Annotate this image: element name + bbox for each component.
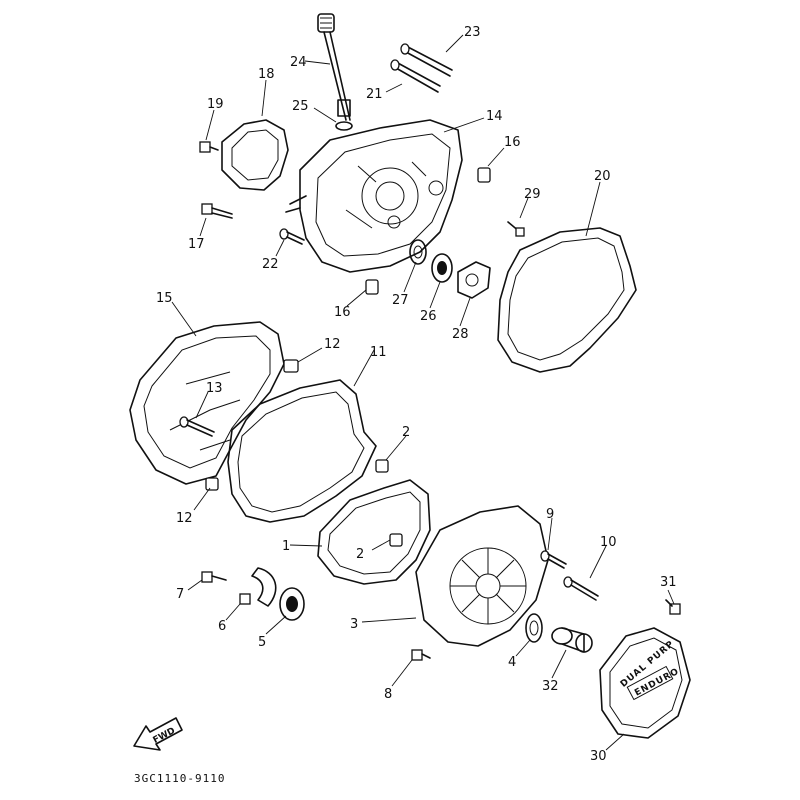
callout-32: 32	[542, 679, 559, 694]
dowel-pin-12-upper	[283, 359, 299, 373]
callout-1: 1	[282, 539, 290, 554]
callout-18: 18	[258, 67, 275, 82]
dowel-pin-2-lower	[389, 533, 403, 547]
bolt-7	[201, 571, 227, 583]
callout-8: 8	[384, 687, 392, 702]
callout-17: 17	[188, 237, 205, 252]
callout-4: 4	[508, 655, 516, 670]
decorative-cover-30: DUAL PURP ENDURO	[599, 627, 691, 739]
callout-21: 21	[366, 87, 383, 102]
callout-20: 20	[594, 169, 611, 184]
bolt-9	[540, 550, 567, 569]
oil-dipstick	[317, 13, 351, 121]
callout-14: 14	[486, 109, 503, 124]
callout-12-lower: 12	[176, 511, 193, 526]
bolt-10	[563, 576, 599, 601]
callout-25: 25	[292, 99, 309, 114]
crankcase-cover-14	[285, 119, 463, 273]
callout-27: 27	[392, 293, 409, 308]
callout-16-lower: 16	[334, 305, 351, 320]
generator-cover-3	[415, 505, 549, 647]
bearing-26	[431, 253, 453, 283]
bolt-23	[400, 43, 453, 77]
collar-32	[551, 627, 593, 653]
callout-16-upper: 16	[504, 135, 521, 150]
drawing-code: 3GC1110-9110	[134, 772, 225, 785]
oil-seal-4	[525, 613, 543, 643]
callout-29: 29	[524, 187, 541, 202]
callout-9: 9	[546, 507, 554, 522]
callout-26: 26	[420, 309, 437, 324]
callout-2-lower: 2	[356, 547, 364, 562]
screw-31	[665, 599, 681, 615]
bolt-19	[199, 141, 219, 153]
retainer-plate-28	[457, 261, 491, 299]
dowel-pin-16-lower	[365, 279, 379, 295]
dowel-pin-16-upper	[477, 167, 491, 183]
screw-29	[507, 221, 525, 237]
callout-19: 19	[207, 97, 224, 112]
bolt-21	[390, 59, 441, 93]
bolt-22	[279, 228, 305, 245]
callout-6: 6	[218, 619, 226, 634]
callout-15: 15	[156, 291, 173, 306]
callout-30: 30	[590, 749, 607, 764]
oil-seal-5	[279, 587, 305, 621]
callout-5: 5	[258, 635, 266, 650]
callout-31: 31	[660, 575, 677, 590]
callout-7: 7	[176, 587, 184, 602]
callout-22: 22	[262, 257, 279, 272]
oil-seal-27	[409, 239, 427, 265]
bolt-17	[201, 203, 233, 219]
callout-2-upper: 2	[402, 425, 410, 440]
callout-12-upper: 12	[324, 337, 341, 352]
gasket-11	[227, 379, 377, 523]
cover-plate-18	[221, 119, 289, 191]
gasket-20	[497, 227, 637, 373]
callout-10: 10	[600, 535, 617, 550]
callout-28: 28	[452, 327, 469, 342]
callout-13: 13	[206, 381, 223, 396]
fwd-direction-arrow: FWD	[133, 717, 183, 751]
callout-23: 23	[464, 25, 481, 40]
o-ring-25	[335, 121, 353, 131]
clamp-plate-6	[239, 567, 277, 607]
dowel-pin-12-lower	[205, 477, 219, 491]
gasket-1	[317, 479, 431, 585]
callout-11: 11	[370, 345, 387, 360]
callout-24: 24	[290, 55, 307, 70]
bolt-13	[179, 416, 215, 437]
callout-3: 3	[350, 617, 358, 632]
leader-lines	[171, 34, 675, 751]
dowel-pin-2-upper	[375, 459, 389, 473]
bolt-8	[411, 649, 431, 661]
